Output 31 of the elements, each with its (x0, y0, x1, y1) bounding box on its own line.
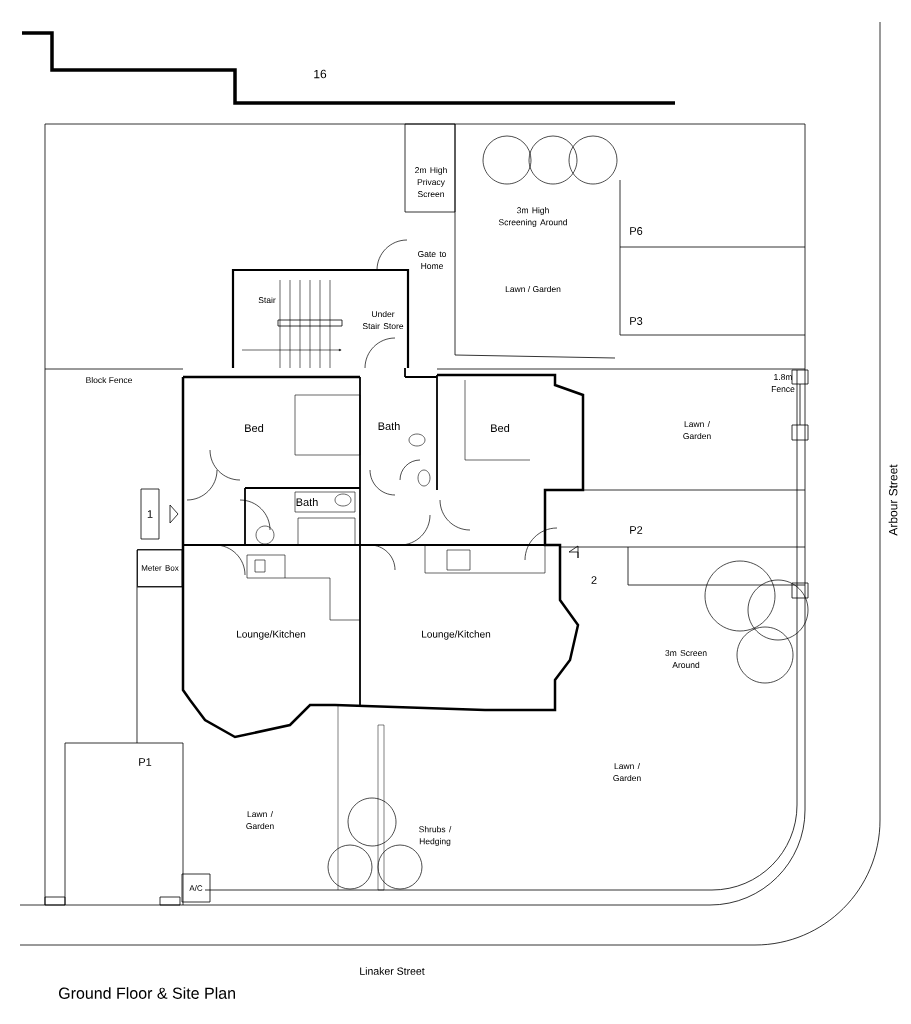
area-label: Lawn / Garden (613, 762, 641, 782)
street-name: Arbour Street (888, 464, 898, 536)
entrance-number: 2 (591, 576, 597, 584)
area-label: 3m Screen Around (665, 650, 707, 668)
area-label: Gate to Home (418, 251, 447, 269)
area-label: Shrubs / Hedging (419, 826, 452, 846)
room-label: Bed (491, 423, 510, 433)
room-label: Bath (378, 421, 400, 431)
area-label: Lawn / Garden (246, 810, 274, 830)
label-box: Meter Box (137, 549, 183, 587)
lot-number: 16 (314, 69, 327, 79)
parking-label: P6 (630, 227, 643, 235)
area-label: Block Fence (86, 376, 132, 384)
area-label: Stair (258, 296, 276, 304)
area-label: Under Stair Store (362, 310, 404, 330)
street-name: Linaker Street (360, 967, 425, 975)
entrance-marker-box: 1 (140, 488, 160, 540)
parking-label: P2 (630, 526, 643, 534)
area-label: 1.8m Fence (771, 374, 795, 392)
room-label: Lounge/Kitchen (237, 630, 306, 640)
parking-label: P3 (630, 317, 643, 325)
caption: Ground Floor & Site Plan (59, 987, 235, 999)
area-label: Lawn / Garden (683, 420, 711, 440)
room-label: Bath (296, 497, 318, 507)
room-label: Lounge/Kitchen (422, 630, 491, 640)
label-box: A/C (181, 873, 211, 903)
area-label: 2m High Privacy Screen (415, 166, 447, 198)
parking-label: P1 (139, 758, 152, 766)
room-label: Bed (245, 423, 264, 433)
area-label: 3m High Screening Around (498, 207, 567, 227)
area-label: Lawn / Garden (505, 285, 561, 293)
